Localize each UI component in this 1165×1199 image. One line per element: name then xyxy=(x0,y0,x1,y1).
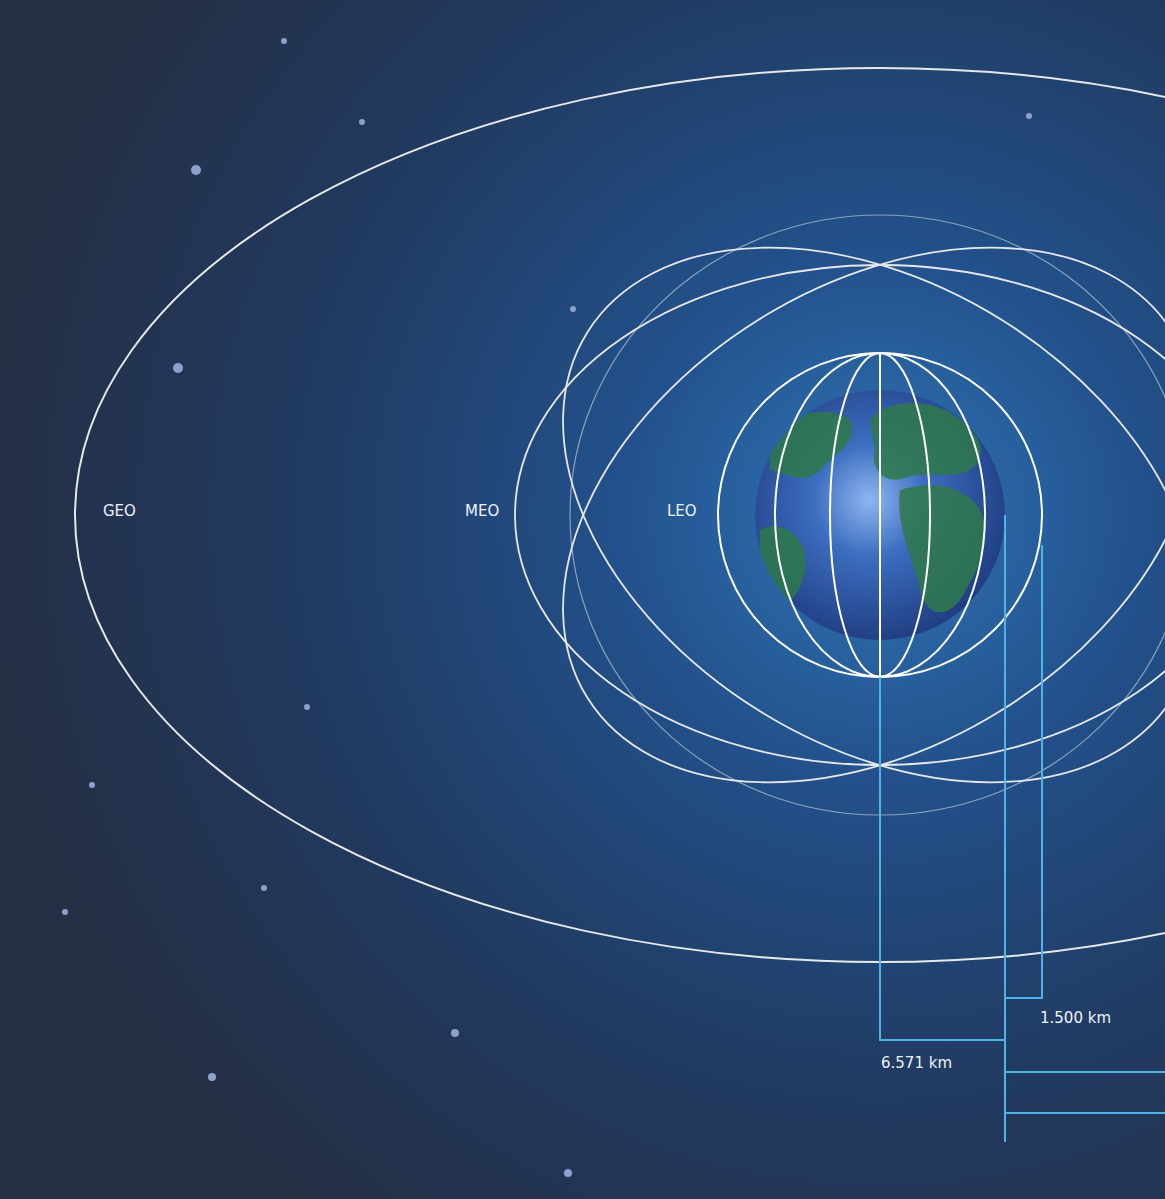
dimension-label: 6.571 km xyxy=(881,1054,952,1072)
meo-orbits xyxy=(466,137,1165,893)
continents xyxy=(760,403,986,612)
dimension-label: 1.500 km xyxy=(1040,1009,1111,1027)
orbit-label: MEO xyxy=(465,502,499,520)
geo-orbit xyxy=(75,68,1165,962)
orbit-label: LEO xyxy=(667,502,697,520)
dimension-lines xyxy=(880,515,1165,1142)
leo-orbits xyxy=(718,353,1042,677)
orbit-label: GEO xyxy=(103,502,136,520)
stars xyxy=(62,38,1032,1177)
